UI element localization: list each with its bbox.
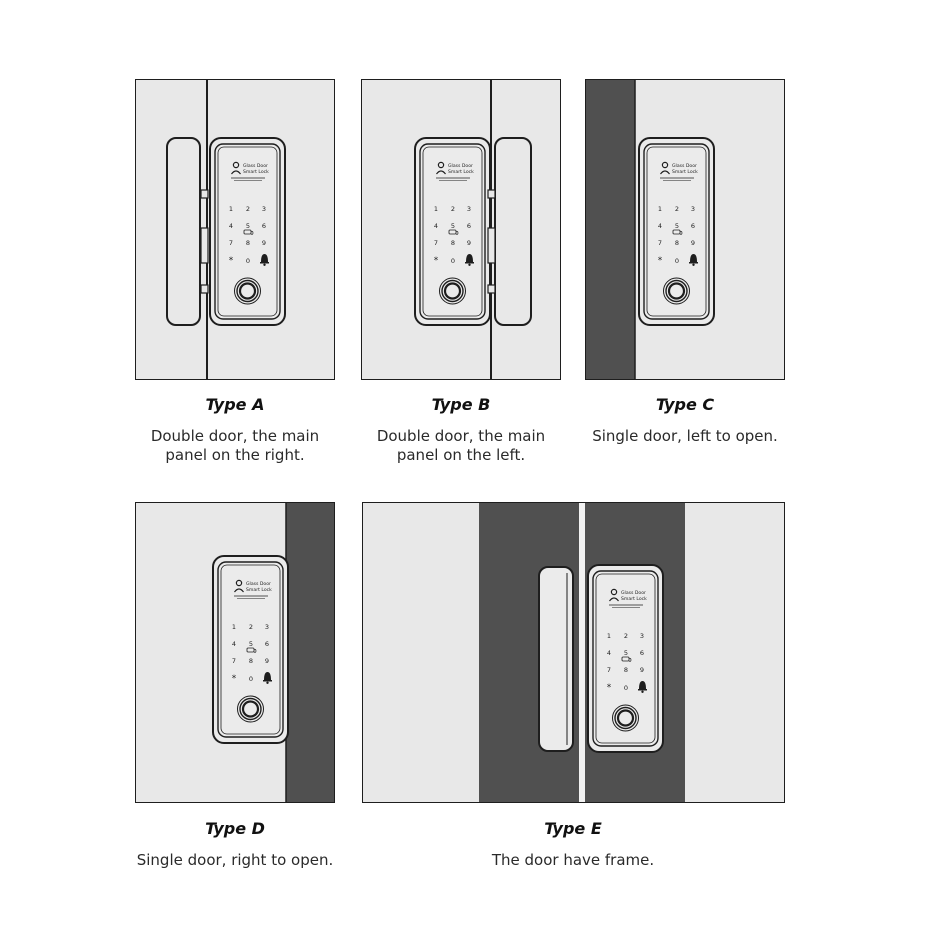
type-c-illustration — [586, 80, 716, 379]
type-b-description: Double door, the main panel on the left. — [346, 427, 576, 465]
type-e-illustration — [479, 503, 685, 802]
type-a-illustration — [166, 80, 287, 379]
type-b-desc-line-2: panel on the left. — [396, 446, 526, 464]
door-frame — [286, 503, 334, 802]
type-c-diagram — [585, 79, 785, 380]
type-d-diagram — [135, 502, 335, 803]
type-b-diagram — [361, 79, 561, 380]
strike-plate — [538, 566, 574, 752]
lock-body — [586, 563, 665, 754]
type-b-illustration — [413, 80, 532, 379]
strike-plate — [487, 137, 532, 326]
type-d-illustration — [211, 503, 334, 802]
type-d-description: Single door, right to open. — [110, 851, 360, 870]
lock-body — [637, 136, 716, 327]
lock-body — [211, 554, 290, 745]
type-c-title: Type C — [655, 395, 715, 414]
type-e-title: Type E — [544, 819, 602, 838]
type-a-desc-line-2: panel on the right. — [165, 446, 305, 464]
lock-body — [208, 136, 287, 327]
type-c-desc-line-1: Single door, left to open. — [592, 427, 778, 445]
type-b-title: Type B — [431, 395, 491, 414]
type-d-title: Type D — [205, 819, 265, 838]
type-e-diagram — [362, 502, 785, 803]
door-frame — [586, 80, 635, 379]
type-a-diagram — [135, 79, 335, 380]
type-c-description: Single door, left to open. — [565, 427, 805, 446]
type-a-desc-line-1: Double door, the main — [150, 427, 320, 445]
type-e-description: The door have frame. — [448, 851, 698, 870]
type-e-desc-line-1: The door have frame. — [491, 851, 655, 869]
lock-body — [413, 136, 492, 327]
strike-plate — [166, 137, 209, 326]
type-b-desc-line-1: Double door, the main — [376, 427, 546, 445]
door-gap — [579, 503, 585, 802]
type-a-description: Double door, the main panel on the right… — [120, 427, 350, 465]
type-d-desc-line-1: Single door, right to open. — [136, 851, 334, 869]
type-a-title: Type A — [205, 395, 265, 414]
